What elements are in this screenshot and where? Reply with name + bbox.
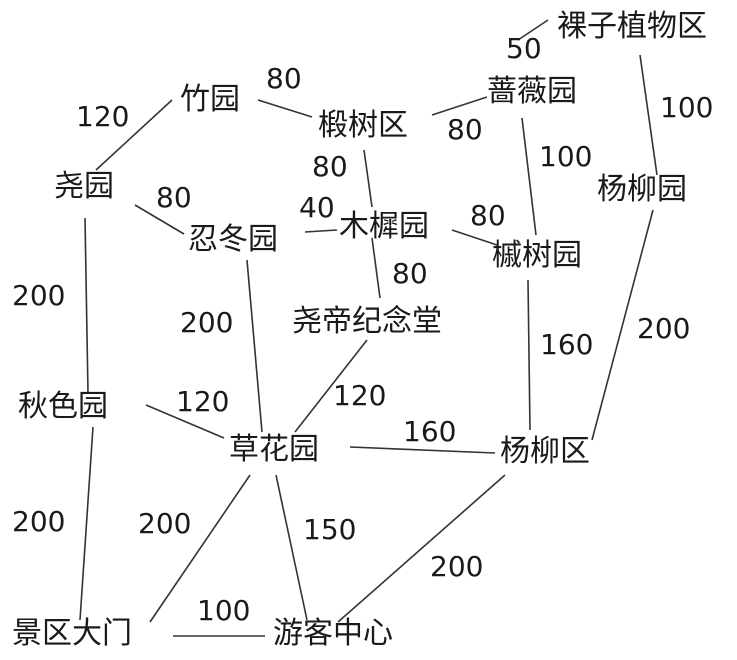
- edge-weight-rendong-muxi: 40: [299, 191, 335, 224]
- node-muxi: 木樨园: [339, 209, 429, 244]
- edge-muxi-yaodi: [371, 237, 381, 299]
- node-yaodi: 尧帝纪念堂: [292, 304, 442, 339]
- edge-qiuse-caohua: [145, 404, 225, 439]
- edge-suoshu-qiangwei: [431, 96, 488, 116]
- edge-muxi-qishu: [451, 229, 498, 246]
- edge-weight-zhuyuan-suoshu: 80: [266, 62, 302, 95]
- edge-weight-caohua-youke: 150: [303, 513, 356, 546]
- edge-weight-yaodi-caohua: 120: [333, 379, 386, 412]
- edge-weight-yangliuyuan-yangliuqu: 200: [637, 312, 690, 345]
- edge-yaoyuan-qiuse: [84, 217, 89, 394]
- edge-weight-qiuse-jingqu: 200: [12, 505, 65, 538]
- node-zhuyuan: 竹园: [180, 82, 240, 117]
- edge-layer: [79, 19, 658, 637]
- edge-weight-muxi-yaodi: 80: [392, 257, 428, 290]
- edge-qiangwei-luozi: [517, 19, 549, 41]
- edge-weight-luozi-yangliuyuan: 100: [660, 91, 713, 124]
- node-youke: 游客中心: [273, 616, 393, 651]
- edge-weight-yaoyuan-zhuyuan: 120: [76, 100, 129, 133]
- edge-qiuse-jingqu: [79, 426, 94, 621]
- edge-weight-caohua-jingqu: 200: [138, 507, 191, 540]
- edge-weight-yaoyuan-rendong: 80: [156, 181, 192, 214]
- edge-weight-suoshu-qiangwei: 80: [447, 113, 483, 146]
- edge-caohua-youke: [275, 474, 308, 621]
- edge-weight-muxi-qishu: 80: [470, 199, 506, 232]
- edge-yaoyuan-rendong: [134, 204, 185, 235]
- edge-weight-qiangwei-qishu: 100: [539, 140, 592, 173]
- node-qiangwei: 蔷薇园: [487, 74, 577, 109]
- node-jingqu: 景区大门: [12, 616, 132, 651]
- edge-qiangwei-qishu: [521, 117, 537, 236]
- edge-weight-yaoyuan-qiuse: 200: [12, 279, 65, 312]
- node-luozi: 裸子植物区: [557, 9, 707, 44]
- edge-rendong-caohua: [246, 259, 263, 433]
- node-yaoyuan: 尧园: [54, 169, 114, 204]
- edge-caohua-jingqu: [149, 474, 251, 623]
- node-qiuse: 秋色园: [18, 389, 108, 424]
- edge-suoshu-muxi: [363, 149, 373, 208]
- edge-yangliuyuan-yangliuqu: [591, 209, 654, 441]
- node-yangliuqu: 杨柳区: [500, 434, 590, 469]
- edge-yaoyuan-zhuyuan: [95, 99, 173, 171]
- edge-luozi-yangliuyuan: [639, 54, 658, 176]
- edge-caohua-yangliuqu: [349, 446, 496, 454]
- weight-layer: 50 80 80 120 100 100 80 80 40 80 80 200 200 200 160 120…: [12, 32, 713, 627]
- edge-yaodi-caohua: [294, 339, 368, 433]
- edge-yangliuqu-youke: [337, 474, 506, 623]
- edge-weight-qiangwei-luozi: 50: [506, 32, 542, 65]
- edge-weight-rendong-caohua: 200: [180, 306, 233, 339]
- edge-weight-qishu-yangliuqu: 160: [540, 328, 593, 361]
- edge-weight-suoshu-muxi: 80: [312, 150, 348, 183]
- edge-weight-caohua-yangliuqu: 160: [403, 415, 456, 448]
- edge-qishu-yangliuqu: [527, 279, 531, 431]
- edge-weight-jingqu-youke: 100: [197, 594, 250, 627]
- node-yangliuyuan: 杨柳园: [597, 172, 687, 207]
- node-caohua: 草花园: [229, 432, 319, 467]
- node-rendong: 忍冬园: [188, 222, 278, 257]
- node-qishu: 槭树园: [492, 238, 582, 273]
- edge-weight-qiuse-caohua: 120: [176, 385, 229, 418]
- edge-rendong-muxi: [304, 229, 338, 233]
- edge-weight-yangliuqu-youke: 200: [430, 550, 483, 583]
- node-suoshu: 椴树区: [318, 108, 408, 143]
- edge-zhuyuan-suoshu: [257, 99, 313, 118]
